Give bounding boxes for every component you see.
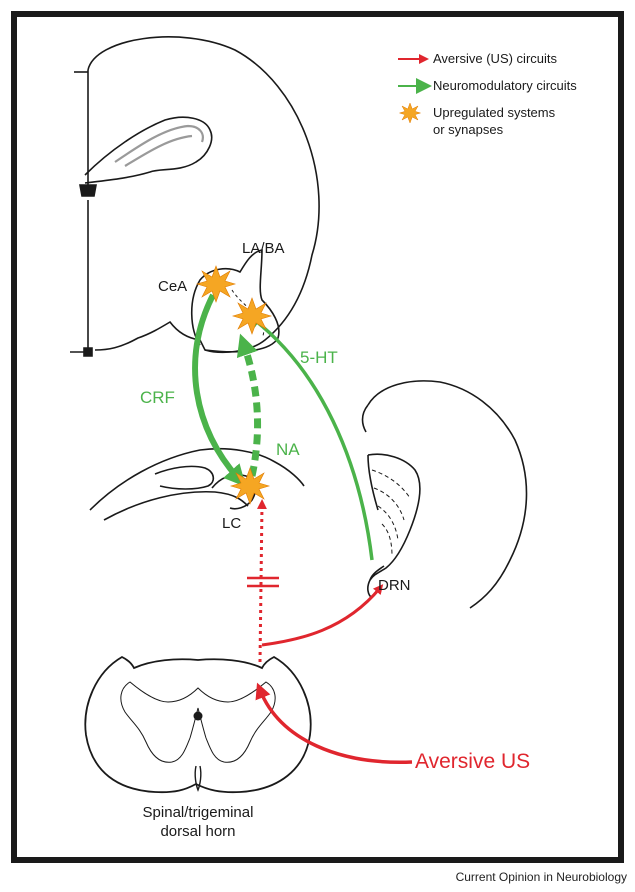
legend-upregulated-label-line2: or synapses: [433, 122, 503, 138]
legend-neuromod-label: Neuromodulatory circuits: [433, 78, 577, 94]
na-label: NA: [276, 441, 300, 458]
figure-border: [14, 14, 621, 860]
aversive-pathways: [247, 504, 412, 762]
drn-label: DRN: [378, 578, 411, 593]
legend-upregulated-label-line1: Upregulated systems: [433, 105, 555, 121]
lc-burst-icon: [231, 468, 269, 504]
legend-burst-icon: [400, 103, 421, 123]
crf-label: CRF: [140, 389, 175, 406]
legend-aversive-label: Aversive (US) circuits: [433, 51, 557, 67]
lc-label: LC: [222, 516, 241, 531]
spinal-grey-matter: [121, 682, 275, 762]
hippocampus-shading: [115, 126, 203, 166]
coronal-brain-section: [70, 37, 319, 356]
cea-burst-icon: [197, 266, 235, 302]
la-ba-label: LA/BA: [242, 241, 285, 256]
cea-label: CeA: [158, 279, 187, 294]
legend: [398, 59, 424, 123]
five-ht-label: 5-HT: [300, 349, 338, 366]
aversive-us-input-pathway: [260, 690, 412, 762]
central-canal: [194, 712, 203, 721]
spinal-cord-section: [85, 657, 310, 792]
brainstem-section: [90, 381, 526, 608]
spinal-to-drn-pathway: [262, 588, 380, 645]
la-ba-burst-icon: [233, 298, 271, 334]
dorsal-horn-label-line2: dorsal horn: [128, 824, 268, 839]
spinal-to-lc-pathway: [260, 504, 262, 662]
dorsal-horn-label-line1: Spinal/trigeminal: [128, 805, 268, 820]
aversive-us-label: Aversive US: [415, 751, 530, 772]
credit-text: Current Opinion in Neurobiology: [456, 870, 627, 884]
na-pathway: [244, 345, 258, 476]
